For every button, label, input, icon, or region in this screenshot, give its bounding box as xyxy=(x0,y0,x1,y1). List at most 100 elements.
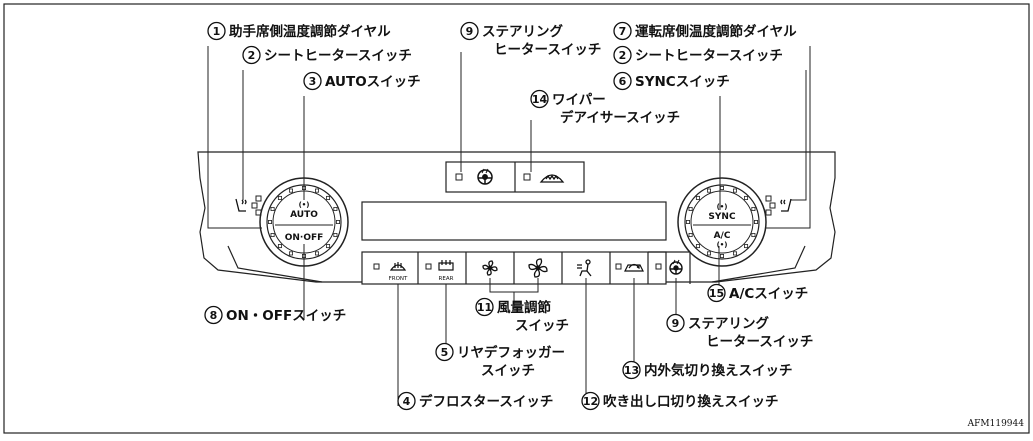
auto-label: AUTO xyxy=(290,210,318,220)
callout-number: 1 xyxy=(213,25,221,38)
callout-number-circle xyxy=(707,283,726,303)
callout-label-line1: 風量調節 xyxy=(497,299,551,316)
callout-number-circle xyxy=(622,360,641,380)
auto-indicator: (•) xyxy=(299,201,310,209)
callout-number: 3 xyxy=(309,75,317,88)
callout-14: 15 A/Cスイッチ xyxy=(707,283,808,303)
callout-label-line2: スイッチ xyxy=(515,318,569,334)
callout-number: 5 xyxy=(441,346,449,359)
dial-tick xyxy=(326,195,331,200)
callout-number: 4 xyxy=(403,395,411,408)
callout-label: 運転席側温度調節ダイヤル xyxy=(635,23,797,40)
bottom-button-row xyxy=(361,251,667,285)
front-defroster-icon xyxy=(389,262,407,271)
wiper-deicer-icon xyxy=(539,174,565,183)
dial-tick xyxy=(751,206,756,211)
dial-tick xyxy=(288,188,293,193)
callout-8: 6 SYNCスイッチ xyxy=(613,71,730,91)
dial-tick xyxy=(751,233,756,238)
dial-tick xyxy=(688,206,693,211)
dial-tick xyxy=(267,219,272,224)
callout-number: 14 xyxy=(532,93,548,106)
callout-number: 9 xyxy=(672,317,680,330)
dial-tick xyxy=(277,195,282,200)
callout-label: 吹き出し口切り換えスイッチ xyxy=(603,393,779,410)
callout-label-line2: ヒータースイッチ xyxy=(494,42,601,58)
callout-number-circle xyxy=(666,313,685,333)
callout-number: 12 xyxy=(583,395,598,408)
callout-label-line1: リヤデフォッガー xyxy=(457,344,565,361)
dial-tick xyxy=(744,244,749,249)
steering-heater-icon xyxy=(477,168,493,185)
callout-number-circle xyxy=(207,21,226,41)
dial-tick xyxy=(754,219,759,224)
steering-heater-indicator xyxy=(455,173,463,181)
steering-heater-indicator-2 xyxy=(655,263,662,270)
callout-number-circle xyxy=(475,297,494,317)
callout-number: 13 xyxy=(624,364,639,377)
dial-tick xyxy=(326,244,331,249)
callout-number: 7 xyxy=(619,25,627,38)
dial-tick xyxy=(333,206,338,211)
callout-number-circle xyxy=(204,305,223,325)
dial-tick xyxy=(333,233,338,238)
callout-number-circle xyxy=(397,391,416,411)
rear-defogger-indicator xyxy=(425,263,432,270)
callout-label-line2: ヒータースイッチ xyxy=(706,334,813,350)
rear-defogger-icon xyxy=(438,260,454,271)
callout-number-circle xyxy=(460,21,479,41)
callout-number-circle xyxy=(303,71,322,91)
callout-number: 8 xyxy=(210,309,218,322)
dial-tick xyxy=(686,219,691,224)
leader-lines xyxy=(207,46,811,406)
callout-label: 助手席側温度調節ダイヤル xyxy=(229,23,391,40)
callout-13: 12 吹き出し口切り換えスイッチ xyxy=(581,391,779,411)
dial-tick xyxy=(270,233,275,238)
figure-border xyxy=(3,3,1030,434)
dial-tick xyxy=(706,188,711,193)
front-defroster-indicator xyxy=(373,263,380,270)
callout-label: SYNCスイッチ xyxy=(635,74,730,90)
figure-code: AFM119944 xyxy=(967,419,1025,429)
callout-label-line2: スイッチ xyxy=(481,363,535,379)
display-window xyxy=(361,201,667,241)
callout-label: 内外気切り換えスイッチ xyxy=(644,362,793,379)
callout-number: 6 xyxy=(619,75,627,88)
dial-tick xyxy=(733,251,738,256)
callout-label-line1: ワイパー xyxy=(552,92,606,108)
callout-label: シートヒータースイッチ xyxy=(264,48,412,64)
right-temperature-dial: SYNC (•) A/C (•) xyxy=(677,177,767,267)
callout-label-line1: ステアリング xyxy=(688,315,769,332)
dial-tick xyxy=(335,219,340,224)
sync-indicator: (•) xyxy=(717,203,728,211)
dial-tick xyxy=(695,195,700,200)
callout-label-line2: デアイサースイッチ xyxy=(560,109,680,126)
on-off-label: ON·OFF xyxy=(285,233,324,243)
callout-label: ON・OFFスイッチ xyxy=(226,308,346,324)
fan-high-icon xyxy=(528,258,548,278)
left-seat-heater-icon xyxy=(235,198,247,212)
dial-tick xyxy=(315,251,320,256)
fan-low-icon xyxy=(482,260,498,276)
dial-tick xyxy=(733,188,738,193)
recirculation-indicator xyxy=(615,263,622,270)
dial-tick xyxy=(277,244,282,249)
sync-label: SYNC xyxy=(708,212,736,222)
callout-number-circle xyxy=(613,21,632,41)
dial-tick xyxy=(315,188,320,193)
dial-tick xyxy=(288,251,293,256)
callout-label: A/Cスイッチ xyxy=(729,286,808,302)
dial-tick xyxy=(744,195,749,200)
steering-heater-icon-2 xyxy=(669,259,683,275)
callout-number: 15 xyxy=(709,287,724,300)
callout-number: 9 xyxy=(466,25,474,38)
dial-tick xyxy=(270,206,275,211)
panel-outline xyxy=(197,151,836,283)
callout-number: 2 xyxy=(248,49,256,62)
ac-label: A/C xyxy=(714,231,731,241)
callout-number-circle xyxy=(530,89,549,109)
